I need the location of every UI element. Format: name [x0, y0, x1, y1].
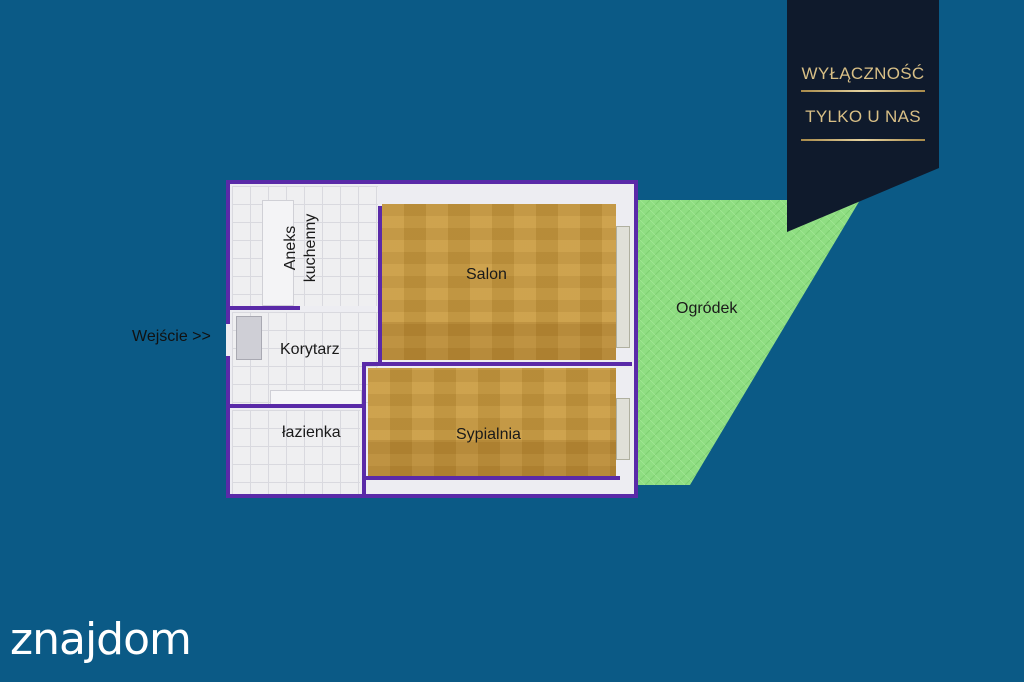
kitchen-counter: [262, 200, 294, 306]
label-sypialnia: Sypialnia: [456, 426, 521, 443]
badge-line-1: WYŁĄCZNOŚĆ: [801, 64, 925, 83]
znajdom-logo: znajdom: [10, 614, 192, 665]
wall-bedroom-bottom: [362, 476, 620, 480]
label-salon: Salon: [466, 266, 507, 283]
badge-rule-1: [801, 90, 925, 92]
wall-bedroom-left: [362, 362, 366, 498]
badge-ribbon-shape: [787, 0, 939, 232]
entrance-door: [226, 324, 232, 356]
exclusive-badge: WYŁĄCZNOŚĆ TYLKO U NAS: [787, 0, 939, 232]
bedroom-shadow: [368, 440, 616, 478]
salon-floor: [382, 204, 616, 360]
label-lazienka: łazienka: [282, 424, 341, 441]
corridor-cabinet: [236, 316, 262, 360]
bedroom-floor: [368, 368, 616, 478]
garden-area: [620, 200, 860, 485]
badge-line-2: TYLKO U NAS: [805, 107, 921, 126]
label-ogrodek: Ogródek: [676, 300, 738, 317]
badge-rule-2: [801, 139, 925, 141]
label-entrance: Wejście >>: [132, 328, 211, 345]
bedroom-window: [616, 398, 630, 460]
wall-kitchen-corridor: [230, 306, 300, 310]
wall-salon-bedroom: [362, 362, 632, 366]
wall-salon-left: [378, 206, 382, 362]
salon-shadow: [382, 322, 616, 360]
bathroom-floor: [232, 410, 360, 494]
salon-window: [616, 226, 630, 348]
label-korytarz: Korytarz: [280, 341, 340, 358]
label-aneks-kuchenny: Aneks kuchenny: [282, 213, 319, 283]
kitchen-floor: [232, 186, 378, 306]
wall-corridor-bathroom: [230, 404, 364, 408]
